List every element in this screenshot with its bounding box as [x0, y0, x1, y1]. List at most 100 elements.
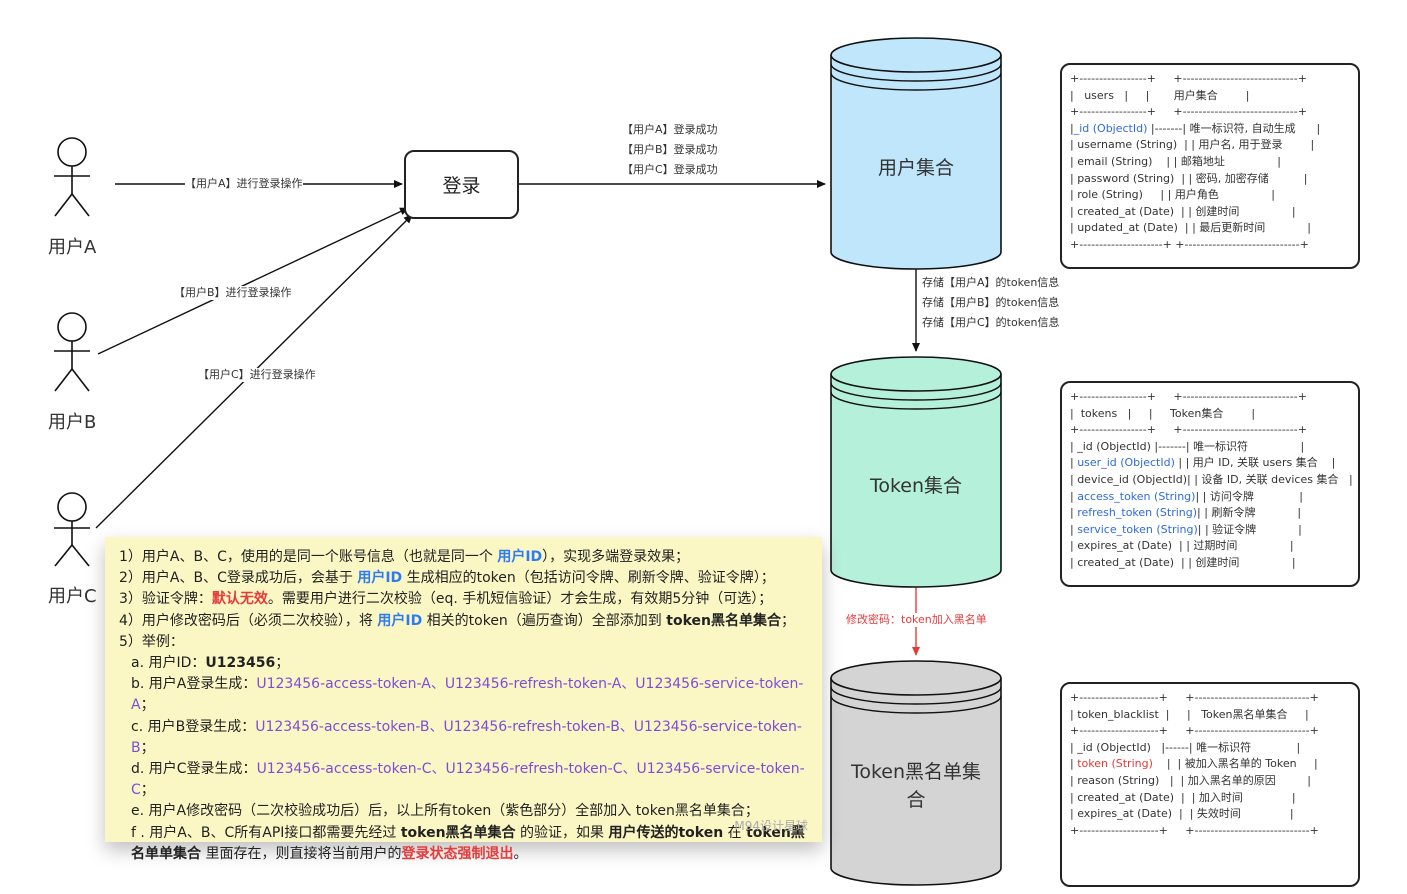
schema-line: +-----------------+ +-------------------… — [1070, 423, 1307, 437]
note-text: 的验证，如果 — [515, 824, 609, 841]
users-db-cylinder — [830, 37, 1002, 270]
schema-line: | device_id (ObjectId)| | 设备 ID, 关联 devi… — [1070, 472, 1353, 486]
schema-line: | reason (String) | | 加入黑名单的原因 | — [1070, 773, 1311, 787]
note-line-e: e. 用户A修改密码（二次校验成功后）后，以上所有token（紫色部分）全部加入… — [131, 803, 759, 820]
note-text: ； — [140, 697, 155, 714]
blacklist-db-label: Token黑名单集合 — [850, 761, 982, 811]
note-text: f . 用户A、B、C所有API接口都需要先经过 — [131, 824, 401, 841]
tokens-db-label: Token集合 — [869, 475, 963, 497]
schema-line: +--------------------+ +----------------… — [1070, 724, 1319, 738]
note-line-b: b. 用户A登录生成：U123456-access-token-A、U12345… — [119, 674, 808, 716]
schema-line: | service_token (String)| | 验证令牌 | — [1070, 522, 1302, 536]
schema-line: | created_at (Date) | | 创建时间 | — [1070, 555, 1296, 569]
edge-label-blacklist: 修改密码：token加入黑名单 — [846, 613, 987, 627]
schema-line: +--------------------+ +----------------… — [1070, 691, 1319, 704]
note-text: 1）用户A、B、C，使用的是同一个账号信息（也就是同一个 — [119, 549, 498, 565]
note-text: 3）验证令牌： — [119, 591, 212, 608]
note-line-c: c. 用户B登录生成：U123456-access-token-B、U12345… — [119, 717, 808, 759]
schema-line: | email (String) | | 邮箱地址 | — [1070, 154, 1281, 168]
schema-line: +-----------------+ +-------------------… — [1070, 390, 1307, 403]
schema-line: | expires_at (Date) | | 失效时间 | — [1070, 807, 1294, 821]
note-bold: U123456 — [205, 655, 276, 672]
users-schema-box: +-----------------+ +-------------------… — [1060, 63, 1360, 269]
schema-line: | created_at (Date) | | 创建时间 | — [1070, 204, 1296, 218]
note-token-list: U123456-access-token-C、U123456-refresh-t… — [131, 761, 805, 799]
note-text: ），实现多端登录效果； — [542, 549, 690, 565]
schema-line: |_id (ObjectId) |-------| 唯一标识符, 自动生成 | — [1070, 121, 1321, 135]
tokens-schema-box: +-----------------+ +-------------------… — [1060, 381, 1360, 587]
blacklist-db-cylinder — [830, 660, 1002, 886]
schema-line: | token_blacklist | | Token黑名单集合 | — [1070, 707, 1309, 721]
actor-b-icon — [54, 312, 90, 392]
schema-highlight: access_token (String) — [1077, 489, 1196, 503]
note-bold: token黑名单集合 — [400, 824, 516, 841]
note-text: 生成相应的token（包括访问令牌、刷新令牌、验证令牌）； — [402, 570, 775, 587]
schema-line: | token (String) | | 被加入黑名单的 Token | — [1070, 757, 1318, 771]
note-highlight: 用户ID — [497, 549, 543, 565]
schema-line: | updated_at (Date) | | 最后更新时间 | — [1070, 221, 1311, 235]
note-text: 。 — [513, 845, 528, 862]
note-token-list: U123456-access-token-B、U123456-refresh-t… — [131, 718, 802, 756]
edge-label-a-login: 【用户A】进行登录操作 — [185, 177, 303, 191]
note-text: 。需要用户进行二次校验（eq. 手机短信验证）才会生成，有效期5分钟（可选）； — [267, 591, 773, 608]
note-line-1: 1）用户A、B、C，使用的是同一个账号信息（也就是同一个 用户ID），实现多端登… — [119, 547, 808, 568]
note-bold: token黑名单集合 — [666, 612, 781, 629]
actor-b-name: 用户B — [48, 412, 97, 433]
note-line-4: 4）用户修改密码后（必须二次校验），将 用户ID 相关的token（遍历查询）全… — [119, 611, 808, 632]
login-success-labels: 【用户A】登录成功 【用户B】登录成功 【用户C】登录成功 — [622, 120, 718, 180]
tokens-db-cylinder — [830, 356, 1002, 588]
note-text: ； — [140, 739, 155, 756]
note-line-3: 3）验证令牌：默认无效。需要用户进行二次校验（eq. 手机短信验证）才会生成，有… — [119, 589, 808, 610]
note-text: d. 用户C登录生成： — [131, 761, 257, 778]
schema-line: | expires_at (Date) | | 过期时间 | — [1070, 539, 1294, 553]
schema-line: | _id (ObjectId) |-------| 唯一标识符 | — [1070, 439, 1305, 453]
edge-b-login — [97, 207, 409, 355]
schema-highlight: refresh_token (String) — [1077, 506, 1198, 520]
schema-line: | user_id (ObjectId) | | 用户 ID, 关联 users… — [1070, 456, 1336, 470]
store-token-c: 存储【用户C】的token信息 — [922, 316, 1060, 329]
note-token-list: U123456-access-token-A、U123456-refresh-t… — [131, 676, 804, 714]
note-text: c. 用户B登录生成： — [131, 718, 256, 735]
actor-c-name: 用户C — [48, 586, 97, 607]
watermark: M94设计星球 — [734, 819, 808, 833]
note-highlight: 登录状态强制退出 — [401, 845, 514, 862]
schema-line: | role (String) | | 用户角色 | — [1070, 188, 1275, 202]
schema-line: | password (String) | | 密码, 加密存储 | — [1070, 171, 1308, 185]
note-text: 相关的token（遍历查询）全部添加到 — [422, 612, 667, 629]
schema-line: +-----------------+ +-------------------… — [1070, 72, 1307, 85]
schema-highlight-red: token (String) — [1077, 757, 1153, 771]
note-text: 2）用户A、B、C登录成功后，会基于 — [119, 570, 358, 587]
schema-line: | refresh_token (String)| | 刷新令牌 | — [1070, 506, 1302, 520]
store-token-labels: 存储【用户A】的token信息 存储【用户B】的token信息 存储【用户C】的… — [922, 273, 1059, 333]
login-success-b: 【用户B】登录成功 — [622, 143, 718, 156]
users-db-label: 用户集合 — [877, 157, 954, 179]
schema-line: | created_at (Date) | | 加入时间 | — [1070, 790, 1296, 804]
login-success-a: 【用户A】登录成功 — [622, 123, 718, 136]
edge-label-c-login: 【用户C】进行登录操作 — [198, 368, 316, 382]
schema-line: +---------------------+ +---------------… — [1070, 237, 1309, 251]
note-highlight: 用户ID — [377, 612, 423, 629]
note-line-2: 2）用户A、B、C登录成功后，会基于 用户ID 生成相应的token（包括访问令… — [119, 568, 808, 589]
note-bold: token黑名单单集合 — [131, 824, 805, 862]
schema-line: | access_token (String)| | 访问令牌 | — [1070, 489, 1304, 503]
note-text: a. 用户ID： — [131, 655, 206, 672]
actor-c-icon — [54, 492, 90, 567]
note-text: b. 用户A登录生成： — [131, 676, 257, 693]
schema-highlight: user_id (ObjectId) — [1077, 456, 1175, 470]
note-text: 4）用户修改密码后（必须二次校验），将 — [119, 612, 378, 629]
note-highlight: 用户ID — [357, 570, 403, 587]
schema-line: | _id (ObjectId) |------| 唯一标识符 | — [1070, 740, 1301, 754]
login-node: 登录 — [404, 150, 519, 219]
actor-a-icon — [54, 137, 90, 217]
store-token-a: 存储【用户A】的token信息 — [922, 276, 1060, 289]
schema-highlight: _id (ObjectId) — [1073, 121, 1148, 135]
blacklist-schema-box: +--------------------+ +----------------… — [1060, 682, 1360, 887]
login-node-label: 登录 — [442, 175, 481, 197]
schema-line: | tokens | | Token集合 | — [1070, 406, 1256, 420]
login-success-c: 【用户C】登录成功 — [622, 163, 718, 176]
schema-line: | users | | 用户集合 | — [1070, 88, 1250, 102]
note-line-5: 5）举例： — [119, 633, 184, 650]
actor-a-name: 用户A — [48, 237, 97, 258]
schema-line: | username (String) | | 用户名, 用于登录 | — [1070, 138, 1315, 152]
store-token-b: 存储【用户B】的token信息 — [922, 296, 1060, 309]
